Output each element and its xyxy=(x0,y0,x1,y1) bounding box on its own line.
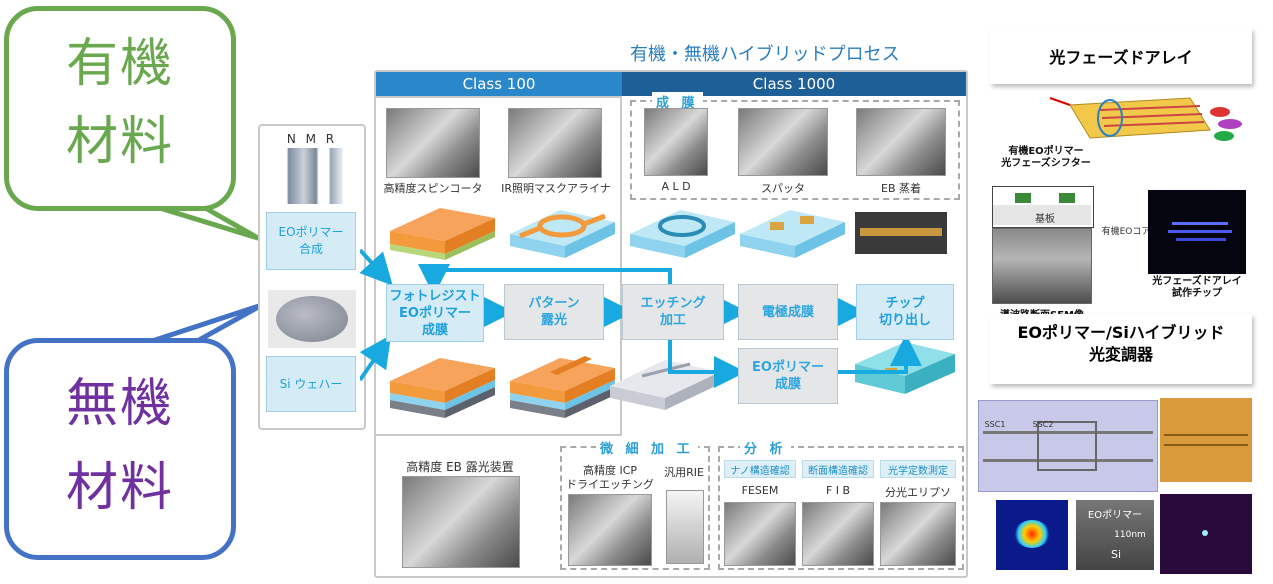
analysis-box xyxy=(718,446,964,570)
analysis-title: 分 析 xyxy=(740,438,791,457)
step-eo-polymer-film: EOポリマー 成膜 xyxy=(738,348,838,404)
device-illustrations xyxy=(390,208,955,418)
eo-phase-shifter-label: 有機EOポリマー 光フェーズシフター xyxy=(1001,146,1091,169)
eo-polymer-synthesis: EOポリマー 合成 xyxy=(266,212,356,270)
mode-profile-image xyxy=(996,500,1068,570)
step-electrode-deposition: 電極成膜 xyxy=(738,284,838,340)
modulator-title-box xyxy=(990,314,1252,384)
substrate-label: 基板 xyxy=(1035,214,1055,225)
cross-section-diagram xyxy=(992,186,1094,228)
opa-title-box xyxy=(990,28,1252,84)
micro-fabrication-title: 微 細 加 工 xyxy=(596,438,698,457)
dimension-label: 110nm xyxy=(1114,530,1146,540)
organic-material-bubble: 有機 材料 xyxy=(4,6,236,211)
step-etching: エッチング 加工 xyxy=(622,284,724,340)
fib-caption: F I B xyxy=(825,484,851,497)
modulator-title: EOポリマー/Siハイブリッド 光変調器 xyxy=(1017,323,1225,364)
trial-chip-caption: 光フェーズドアレイ 試作チップ xyxy=(1152,276,1242,299)
icp-caption: 高精度 ICP ドライエッチング xyxy=(566,464,654,491)
eb-evaporation-photo xyxy=(856,108,946,176)
spin-coater-photo xyxy=(386,108,480,178)
organic-line2: 材料 xyxy=(65,112,174,172)
ssc1-label: SSC1 xyxy=(984,420,1006,429)
process-title: 有機・無機ハイブリッドプロセス xyxy=(630,44,900,65)
nmr-photo xyxy=(270,148,354,204)
film-deposition-title: 成 膜 xyxy=(652,92,703,111)
mask-aligner-photo xyxy=(508,108,602,178)
inorganic-line1: 無機 xyxy=(65,374,174,434)
ellipsometer-photo xyxy=(880,502,956,566)
ellipsometer-caption: 分光エリプソ xyxy=(885,486,951,499)
opa-title: 光フェーズドアレイ xyxy=(1049,48,1193,67)
ssc2-label: SSC2 xyxy=(1032,420,1054,429)
step-photoresist-eo-film: フォトレジスト EOポリマー 成膜 xyxy=(386,284,484,342)
eo-polymer-sem-label: EOポリマー xyxy=(1087,510,1143,521)
tag-nano-structure: ナノ構造確認 xyxy=(724,460,796,478)
waveguide-sem-photo xyxy=(992,228,1092,304)
ald-caption: A L D xyxy=(661,180,691,193)
sputter-photo xyxy=(738,108,828,176)
flow-arrows xyxy=(360,248,922,388)
fib-photo xyxy=(802,502,874,566)
rie-photo xyxy=(666,490,704,564)
step-chip-dicing: チップ 切り出し xyxy=(856,284,954,340)
eb-lithography-photo xyxy=(402,476,520,568)
organic-line1: 有機 xyxy=(65,34,174,94)
modulator-layout xyxy=(978,400,1158,492)
si-wafer-label: Si ウェハー xyxy=(266,356,356,412)
eo-core-label: 有機EOコア xyxy=(1101,227,1151,237)
tag-optical-constant: 光学定数測定 xyxy=(880,460,956,478)
opa-device-diagram xyxy=(1049,97,1242,141)
output-spot-image xyxy=(1160,494,1252,574)
trial-chip-photo xyxy=(1148,190,1246,274)
nmr-label: N M R xyxy=(286,132,338,146)
film-deposition-box xyxy=(630,100,960,200)
class-100-header: Class 100 xyxy=(376,72,622,96)
inorganic-material-bubble: 無機 材料 xyxy=(4,338,236,560)
spin-coater-caption: 高精度スピンコータ xyxy=(383,182,483,195)
sputter-caption: スパッタ xyxy=(761,182,805,195)
rie-caption: 汎用RIE xyxy=(664,466,704,479)
eb-evaporation-caption: EB 蒸着 xyxy=(881,182,921,195)
si-label: Si xyxy=(1110,548,1122,561)
ald-photo xyxy=(644,108,708,176)
eo-si-sem-image xyxy=(1076,500,1154,570)
fesem-caption: FESEM xyxy=(741,484,779,497)
eb-lithography-caption: 高精度 EB 露光装置 xyxy=(406,460,514,474)
si-wafer-photo xyxy=(268,290,356,348)
inorganic-line2: 材料 xyxy=(65,458,174,518)
fesem-photo xyxy=(724,502,796,566)
icp-photo xyxy=(568,494,652,566)
step-pattern-exposure: パターン 露光 xyxy=(504,284,604,340)
mask-aligner-caption: IR照明マスクアライナ xyxy=(501,182,611,195)
modulator-photo xyxy=(1160,398,1252,482)
tag-cross-section: 断面構造確認 xyxy=(802,460,874,478)
